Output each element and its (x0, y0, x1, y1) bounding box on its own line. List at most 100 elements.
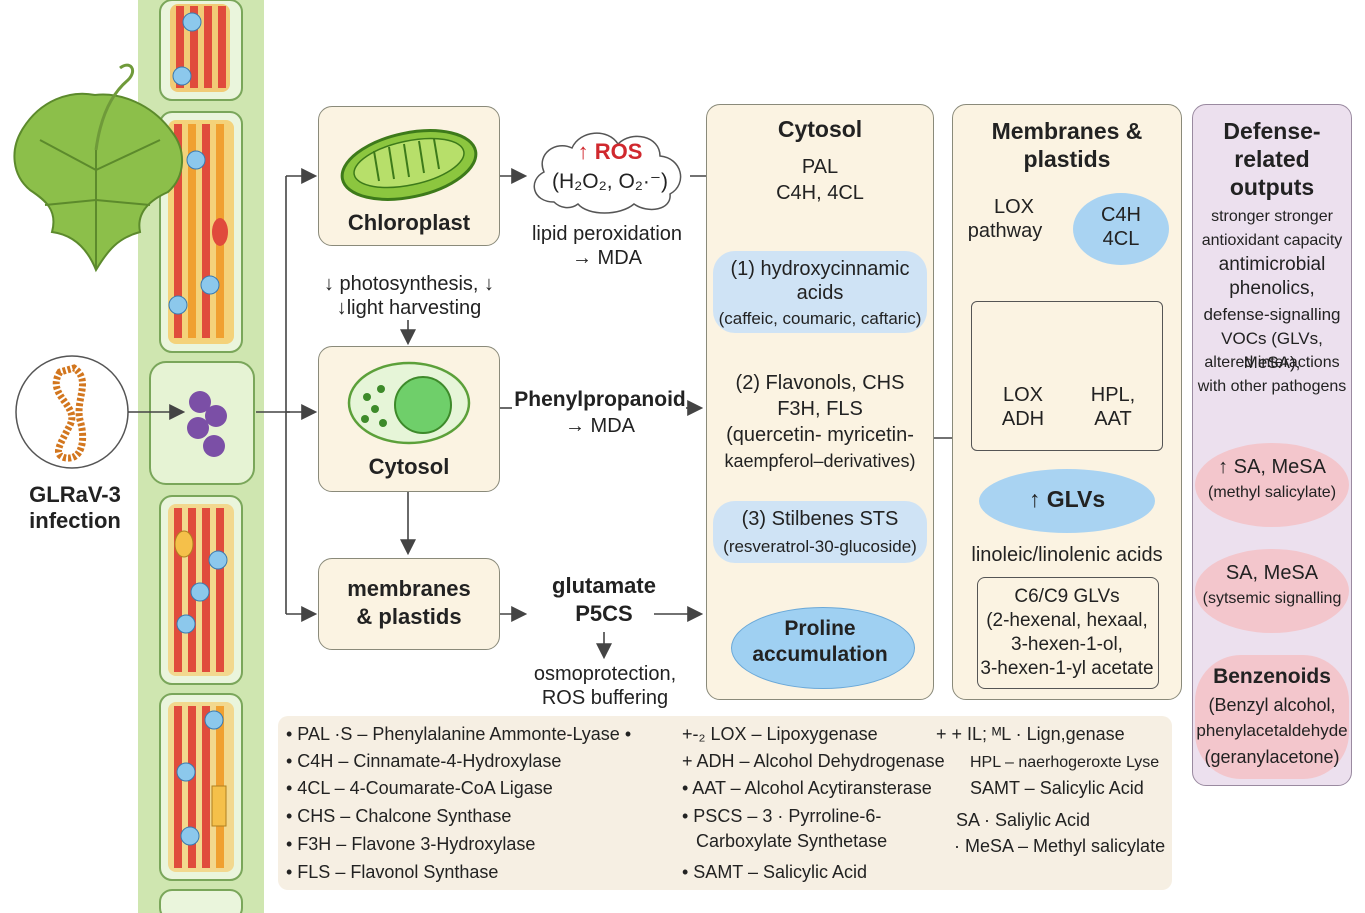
defense-title-1: Defense- (1223, 118, 1321, 144)
systemic-line-1: SA, MeSA (1225, 562, 1319, 584)
legend-item: • SAMT – Salicylic Acid (682, 862, 868, 882)
membranes-panel: Membranes & plastids LOX pathway C4H 4CL… (952, 104, 1182, 700)
legend-item: HPL – naerhogeroxte Lyse (970, 754, 1160, 771)
defense-line-7: altered interactions (1204, 354, 1340, 371)
legend-item: + + IL; ᴹL · Lign,genase (936, 724, 1125, 744)
lipid-peroxidation: lipid peroxidation (531, 223, 683, 245)
legend-item: • PAL ·S – Phenylalanine Ammonte-Lyase • (286, 724, 632, 744)
benzenoids-oval (1195, 655, 1349, 779)
membranes-panel-title-2: plastids (1023, 146, 1111, 172)
sa-mesa-line-1: ↑ SA, MeSA (1218, 456, 1326, 478)
systemic-signalling-oval (1195, 549, 1349, 633)
ros-cloud-icon (533, 132, 682, 214)
legend-item: • AAT – Alcohol Acytiransterase (682, 778, 932, 798)
photosynthesis-line-2: ↓light harvesting (336, 297, 482, 319)
defense-line-4: phenolics, (1229, 278, 1315, 299)
c4h-4cl-oval (1073, 193, 1169, 265)
lox-pathway-label: pathway (967, 220, 1043, 242)
benzenoids-line-2: (Benzyl alcohol, (1208, 695, 1336, 715)
legend-item: SAMT – Salicylic Acid (970, 778, 1144, 798)
glutamate-label: glutamate (552, 573, 656, 598)
lox-adh-line-1: LOX (1002, 384, 1044, 406)
flavonols-line-2: F3H, FLS (777, 398, 863, 420)
benzenoids-title: Benzenoids (1213, 665, 1331, 688)
defense-line-1: stronger stronger (1211, 208, 1333, 225)
c4h-4cl-label: C4H, 4CL (776, 182, 864, 204)
cell-icon (347, 361, 471, 445)
legend-item: +-₂ LOX – Lipoxygenase (682, 724, 878, 744)
osmoprotection-label: osmoprotection, (533, 663, 677, 685)
ros-title: ↑ ROS (577, 139, 643, 164)
stilbenes-line-1: (3) Stilbenes STS (741, 508, 899, 530)
defense-panel: Defense- related outputs stronger strong… (1192, 104, 1352, 786)
legend-item: + ADH – Alcohol Dehydrogenase (682, 751, 945, 771)
stilbenes-pill (713, 501, 927, 563)
cytosol-panel: Cytosol PAL C4H, 4CL (1) hydroxycinnamic… (706, 104, 934, 700)
legend-item: • 4CL – 4-Coumarate-CoA Ligase (286, 778, 553, 798)
sa-mesa-line-2: (methyl salicylate) (1207, 484, 1337, 501)
defense-line-5: defense-signalling (1203, 305, 1341, 324)
photosynthesis-line-1: ↓ photosynthesis, ↓ (323, 273, 495, 295)
legend-item: Carboxylate Synthetase (696, 831, 888, 851)
membranes-box: membranes & plastids (318, 558, 500, 650)
hca-line-1: (1) hydroxycinnamic (730, 258, 910, 280)
lipid-mda: → MDA (572, 247, 642, 269)
defense-line-8: with other pathogens (1197, 378, 1347, 395)
cytosol-label: Cytosol (368, 454, 450, 479)
virus-icon (15, 355, 129, 469)
hca-line-2: acids (796, 282, 844, 304)
cytosol-box: Cytosol (318, 346, 500, 492)
defense-line-3: antimicrobial (1218, 254, 1326, 275)
chloroplast-icon (340, 129, 478, 201)
infection-line-2: infection (29, 508, 121, 533)
cytosol-panel-title: Cytosol (777, 116, 863, 142)
legend-item: • PSCS – 3 · Pyrroline-6- (682, 806, 882, 826)
p5cs-label: P5CS (575, 601, 633, 626)
c6-c9-box (977, 577, 1159, 689)
ros-buffering-label: ROS buffering (541, 687, 669, 709)
abbreviation-legend: • PAL ·S – Phenylalanine Ammonte-Lyase •… (278, 716, 1172, 890)
proline-line-2: accumulation (752, 643, 888, 666)
defense-line-6: VOCs (GLVs, MeSA), (1221, 329, 1323, 372)
enzyme-subbox (971, 301, 1163, 451)
hydroxycinnamic-pill (713, 251, 927, 333)
legend-item: SA · Saliylic Acid (956, 810, 1091, 830)
legend-item: · MeSA – Methyl salicylate (954, 836, 1166, 856)
benzenoids-line-3: phenylacetaldehyde (1196, 721, 1348, 740)
c6-line-2: (2-hexenal, hexaal, (986, 610, 1148, 631)
membranes-panel-title-1: Membranes & (991, 118, 1143, 144)
defense-title-3: outputs (1229, 174, 1315, 200)
hca-line-3: (caffeic, coumaric, caftaric) (718, 309, 922, 328)
membranes-line-2: & plastids (356, 604, 462, 629)
flavonols-line-3: (quercetin- myricetin- (726, 424, 914, 446)
hpl-aat-line-1: HPL, (1090, 384, 1136, 406)
glvs-oval (979, 469, 1155, 533)
defense-title-2: related (1234, 146, 1310, 172)
sa-mesa-oval (1195, 443, 1349, 527)
c6-line-3: 3-hexen-1-ol, (1011, 634, 1123, 655)
chloroplast-box: Chloroplast (318, 106, 500, 246)
ros-formula: (H₂O₂, O₂·⁻) (551, 170, 669, 193)
defense-line-2: antioxidant capacity (1201, 232, 1343, 249)
phenylpropanoid-mda: → MDA (565, 415, 635, 437)
stilbenes-line-2: (resveratrol-30-glucoside) (723, 537, 917, 556)
systemic-line-2: (sytsemic signalling (1202, 590, 1342, 607)
c6-line-4: 3-hexen-1-yl acetate (980, 658, 1154, 679)
grape-leaf-icon (13, 63, 184, 273)
benzenoids-line-4: (geranylacetone) (1204, 747, 1340, 767)
membranes-line-1: membranes (347, 576, 471, 601)
c4h-label: C4H (1100, 204, 1141, 226)
legend-item: • FLS – Flavonol Synthase (286, 862, 499, 882)
lox-adh-line-2: ADH (1001, 408, 1045, 430)
infection-line-1: GLRaV-3 (29, 482, 121, 507)
flavonols-line-4: kaempferol–derivatives) (724, 451, 916, 471)
infection-label: GLRaV-3 infection (10, 482, 140, 534)
hpl-aat-line-2: AAT (1094, 408, 1132, 430)
chloroplast-label: Chloroplast (347, 210, 471, 235)
proline-oval (731, 607, 915, 689)
glvs-label: ↑ GLVs (1028, 486, 1106, 512)
legend-item: • C4H – Cinnamate-4-Hydroxylase (286, 751, 562, 771)
legend-item: • F3H – Flavone 3-Hydroxylase (286, 834, 536, 854)
linoleic-acids-label: linoleic/linolenic acids (971, 544, 1163, 566)
c6-line-1: C6/C9 GLVs (1014, 586, 1120, 607)
